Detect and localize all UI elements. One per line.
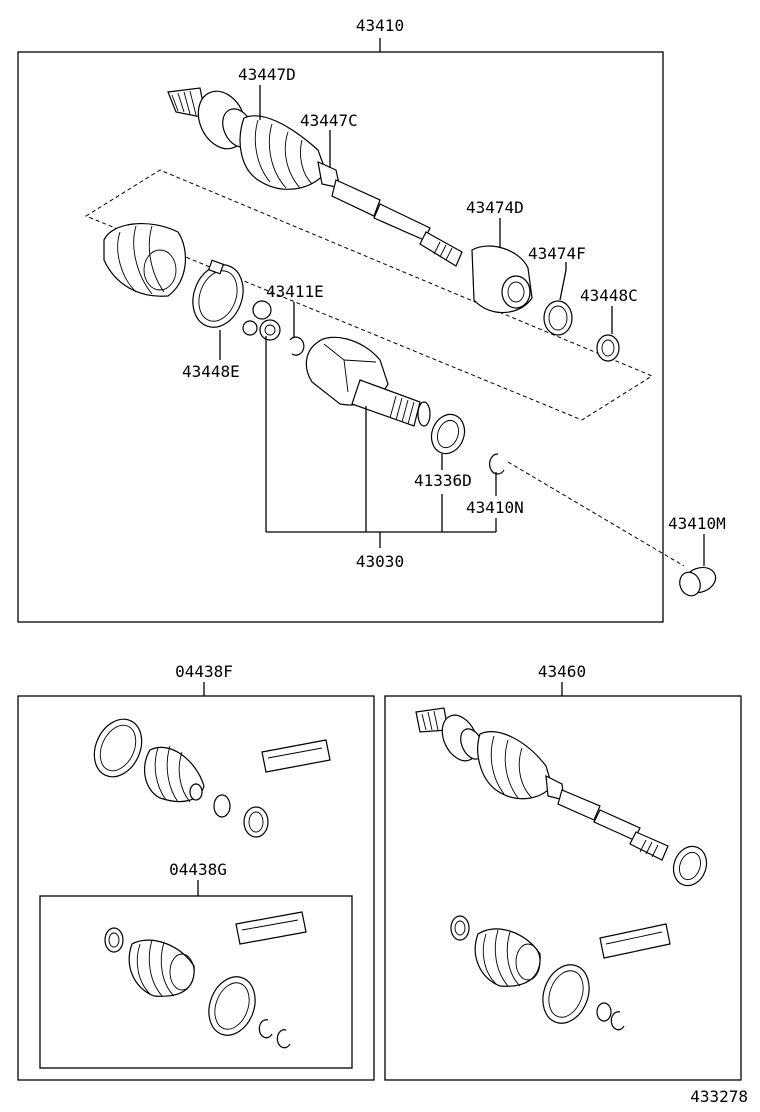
assembly-43460-parts (415, 707, 708, 1031)
label-43474F[interactable]: 43474F (528, 244, 586, 263)
label-04438G[interactable]: 04438G (169, 860, 227, 879)
kit-outline-dashed (84, 169, 654, 421)
label-04438F[interactable]: 04438F (175, 662, 233, 681)
kit-04438F-frame (17, 695, 375, 1081)
label-43410M[interactable]: 43410M (668, 514, 726, 533)
part-41336D-seal (430, 413, 466, 470)
part-43410N-snap-ring (489, 453, 505, 496)
part-43448C-clamp (596, 306, 620, 362)
figure-id: 433278 (690, 1087, 748, 1106)
part-43474F-clamp (543, 262, 573, 336)
part-43411E-tripod (242, 300, 281, 341)
label-43448E[interactable]: 43448E (182, 362, 240, 381)
kit-04438G-frame (39, 895, 353, 1069)
part-snap-ring-small (289, 336, 305, 356)
bracket-43030 (265, 336, 497, 548)
part-43030-inner-joint (305, 336, 431, 427)
label-41336D[interactable]: 41336D (414, 471, 472, 490)
label-43447D[interactable]: 43447D (238, 65, 296, 84)
leader-43410M-dashed (507, 461, 685, 567)
label-43447C[interactable]: 43447C (300, 111, 358, 130)
part-43448E-clamp (192, 259, 244, 360)
part-43410M-ring (679, 534, 717, 597)
part-inner-boot (103, 222, 186, 297)
kit-04438F-parts (93, 718, 331, 838)
assembly-43460-frame (384, 695, 742, 1081)
label-43460[interactable]: 43460 (538, 662, 586, 681)
drive-shaft-outer-assembly (167, 85, 463, 267)
label-43411E[interactable]: 43411E (266, 282, 324, 301)
assembly-43410-frame (17, 51, 664, 623)
part-43474D-damper (471, 218, 533, 314)
label-43474D[interactable]: 43474D (466, 198, 524, 217)
label-43410N[interactable]: 43410N (466, 498, 524, 517)
label-43030[interactable]: 43030 (356, 552, 404, 571)
label-43410[interactable]: 43410 (356, 16, 404, 35)
label-43448C[interactable]: 43448C (580, 286, 638, 305)
kit-04438G-parts (104, 911, 307, 1049)
